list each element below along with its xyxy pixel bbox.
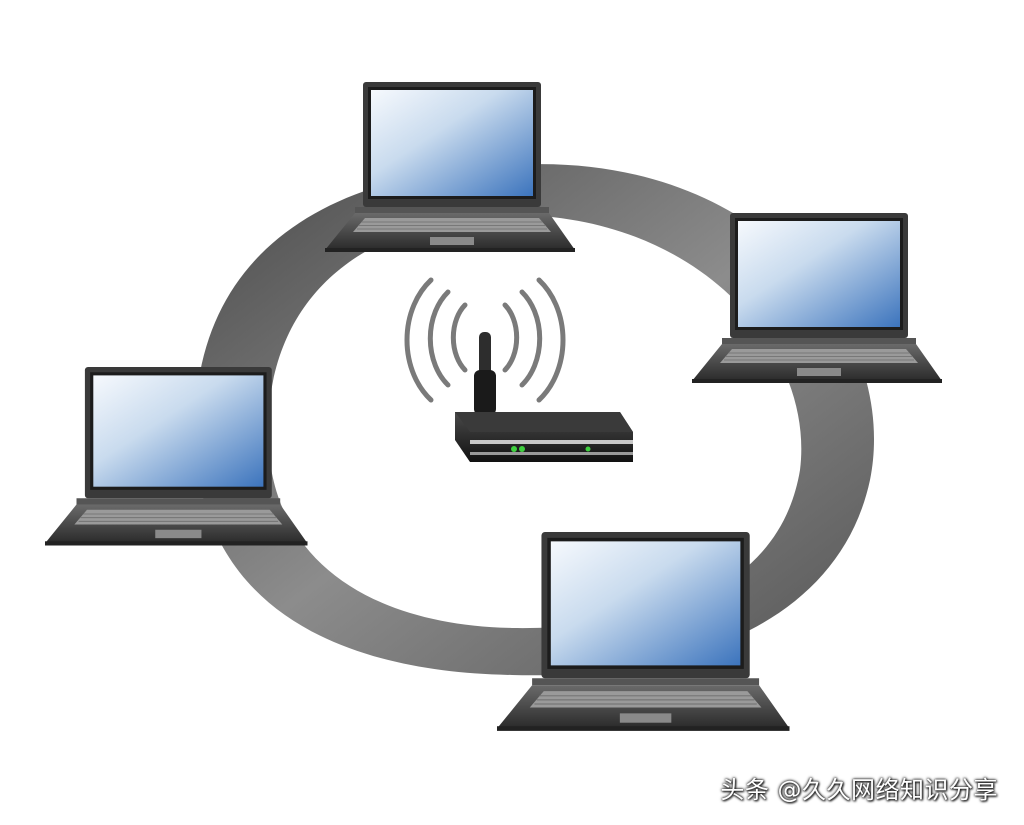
laptop-icon: [325, 82, 575, 252]
laptop-screen: [371, 90, 533, 196]
wifi-router-icon: [455, 332, 633, 462]
router-led: [519, 446, 525, 452]
laptop-screen: [93, 375, 264, 487]
laptops: [45, 82, 942, 731]
laptop-icon: [497, 532, 790, 731]
laptop-screen: [738, 221, 900, 327]
laptop-screen: [550, 541, 741, 666]
router-led: [585, 446, 591, 452]
watermark: 头条 @久久网络知识分享: [720, 776, 998, 804]
wifi-signal-icon: [404, 277, 566, 403]
laptop-icon: [692, 213, 942, 383]
router-led: [511, 446, 517, 452]
laptop-icon: [45, 367, 308, 546]
